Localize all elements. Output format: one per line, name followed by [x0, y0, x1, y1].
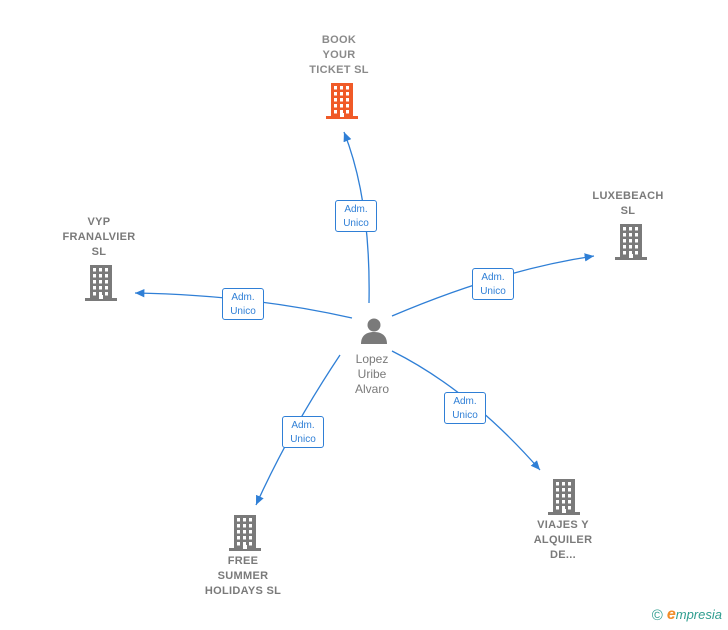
company-name-free-summer-holidays[interactable]: FREE SUMMER HOLIDAYS SL — [204, 555, 282, 597]
building-icon[interactable] — [326, 83, 358, 124]
brand-initial: e — [666, 606, 676, 623]
company-name-viajes-y-alquiler[interactable]: VIAJES Y ALQUILER DE... — [533, 519, 593, 561]
building-icon[interactable] — [229, 515, 261, 556]
company-name-book-your-ticket[interactable]: BOOK YOUR TICKET SL — [309, 34, 369, 76]
empresia-credit: © empresia — [652, 606, 722, 624]
building-icon[interactable] — [615, 224, 647, 265]
building-icon[interactable] — [85, 265, 117, 306]
person-icon[interactable] — [360, 316, 388, 344]
building-icon[interactable] — [548, 479, 580, 520]
role-badge-viajes-y-alquiler: Adm. Unico — [444, 392, 486, 424]
person-name[interactable]: Lopez Uribe Alvaro — [354, 352, 389, 396]
company-name-luxebeach[interactable]: LUXEBEACH SL — [592, 190, 664, 217]
company-name-vyp-franalvier[interactable]: VYP FRANALVIER SL — [62, 216, 136, 258]
role-badge-luxebeach: Adm. Unico — [472, 268, 514, 300]
role-badge-book-your-ticket: Adm. Unico — [335, 200, 377, 232]
brand-name: mpresia — [675, 607, 722, 622]
copyright-symbol: © — [651, 606, 663, 624]
role-badge-vyp-franalvier: Adm. Unico — [222, 288, 264, 320]
role-badge-free-summer-holidays: Adm. Unico — [282, 416, 324, 448]
